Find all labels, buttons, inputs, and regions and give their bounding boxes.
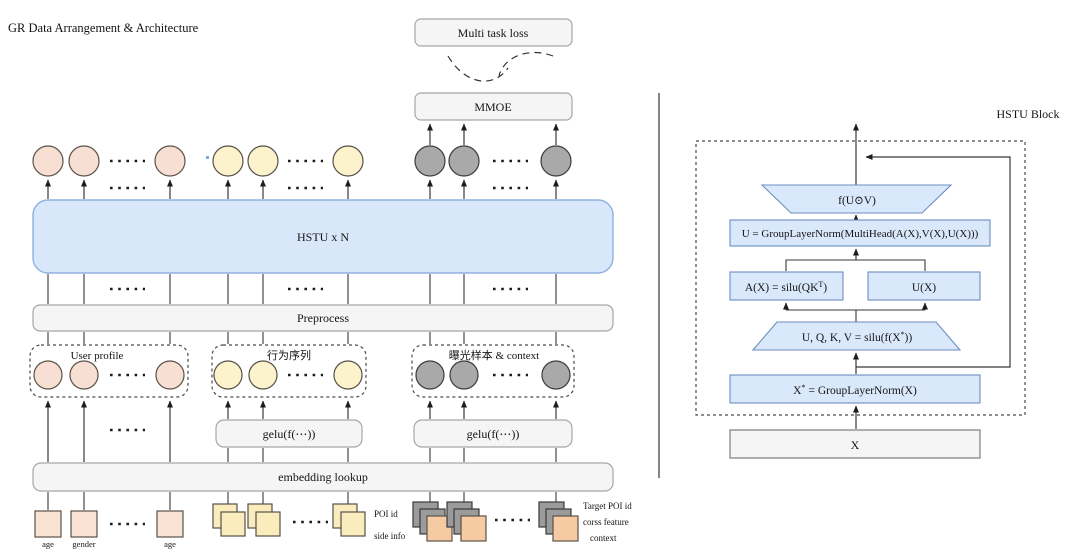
behavior-sequence-group <box>211 344 367 398</box>
embedding-lookup-box <box>32 462 614 492</box>
feature-circle-behavior <box>248 360 278 390</box>
gelu-box-sample <box>413 419 573 448</box>
ux-box <box>867 271 981 301</box>
user-profile-label: User profile <box>71 350 124 362</box>
input-label-target-poi: Target POI id <box>583 501 632 511</box>
f-uv-trapezoid <box>760 184 953 214</box>
token-circle-user <box>68 145 100 177</box>
feature-circle-user <box>33 360 63 390</box>
input-square-age <box>156 510 184 538</box>
uqkv-trapezoid <box>751 321 962 351</box>
input-label-corss-feature: corss feature <box>583 517 629 527</box>
multi-task-loss-label: Multi task loss <box>458 26 529 40</box>
hstu-label: HSTU x N <box>297 230 349 244</box>
input-stack-poi <box>212 503 366 537</box>
mmoe-label: MMOE <box>474 100 511 114</box>
token-circle-sample <box>414 145 446 177</box>
x-input-label: X <box>851 438 860 452</box>
hstu-box <box>32 199 614 274</box>
token-circle-behavior <box>247 145 279 177</box>
token-circle-sample <box>540 145 572 177</box>
user-profile-group <box>29 344 189 398</box>
ax-label: A(X) = silu(QKT) <box>745 280 827 294</box>
feature-circle-sample <box>415 360 445 390</box>
embedding-lookup-label: embedding lookup <box>278 470 368 484</box>
feature-circle-sample <box>449 360 479 390</box>
ux-label: U(X) <box>912 282 936 294</box>
feature-circle-sample <box>541 360 571 390</box>
u-groupnorm-box <box>729 219 991 247</box>
input-label-context: context <box>590 533 617 543</box>
token-circle-sample <box>448 145 480 177</box>
gelu-label: gelu(f(⋯)) <box>263 427 316 441</box>
skip-connection <box>856 154 1011 368</box>
hstu-block-border <box>695 140 1026 416</box>
input-square-gender <box>70 510 98 538</box>
gelu-box-behavior <box>215 419 363 448</box>
behavior-sequence-label: 行为序列 <box>267 348 311 362</box>
f-uv-label: f(U⊙V) <box>838 195 876 207</box>
input-square-age <box>34 510 62 538</box>
xstar-label: X*= GroupLayerNorm(X) <box>793 383 917 397</box>
input-label-gender: gender <box>72 539 95 549</box>
loss-connector-curve <box>498 51 554 77</box>
token-circle-user <box>32 145 64 177</box>
input-label-age: age <box>164 539 176 549</box>
loss-connector-curve <box>447 55 509 82</box>
hstu-block-title: HSTU Block <box>997 107 1060 121</box>
mmoe-box <box>414 92 573 121</box>
blue-dot <box>206 156 209 159</box>
input-label-side-info: side info <box>374 531 406 541</box>
multi-task-loss-box <box>414 18 573 47</box>
token-circle-behavior <box>212 145 244 177</box>
preprocess-box <box>32 304 614 332</box>
feature-circle-behavior <box>213 360 243 390</box>
merge-connector <box>785 259 926 271</box>
input-label-age: age <box>42 539 54 549</box>
feature-circle-user <box>69 360 99 390</box>
input-stack-target <box>412 501 579 542</box>
xstar-box <box>729 374 981 404</box>
page-title: GR Data Arrangement & Architecture <box>8 21 199 35</box>
input-label-poi-id: POI id <box>374 509 398 519</box>
feature-circle-behavior <box>333 360 363 390</box>
gelu-label: gelu(f(⋯)) <box>467 427 520 441</box>
u-groupnorm-label: U = GroupLayerNorm(MultiHead(A(X),V(X),U… <box>742 228 979 240</box>
preprocess-label: Preprocess <box>297 311 349 325</box>
uqkv-label: U, Q, K, V = silu(f(X*)) <box>802 330 913 344</box>
ax-box <box>729 271 844 301</box>
feature-circle-user <box>155 360 185 390</box>
token-circle-behavior <box>332 145 364 177</box>
exposure-context-label: 曝光样本 & context <box>449 348 539 362</box>
token-circle-user <box>154 145 186 177</box>
x-input-box <box>729 429 981 459</box>
